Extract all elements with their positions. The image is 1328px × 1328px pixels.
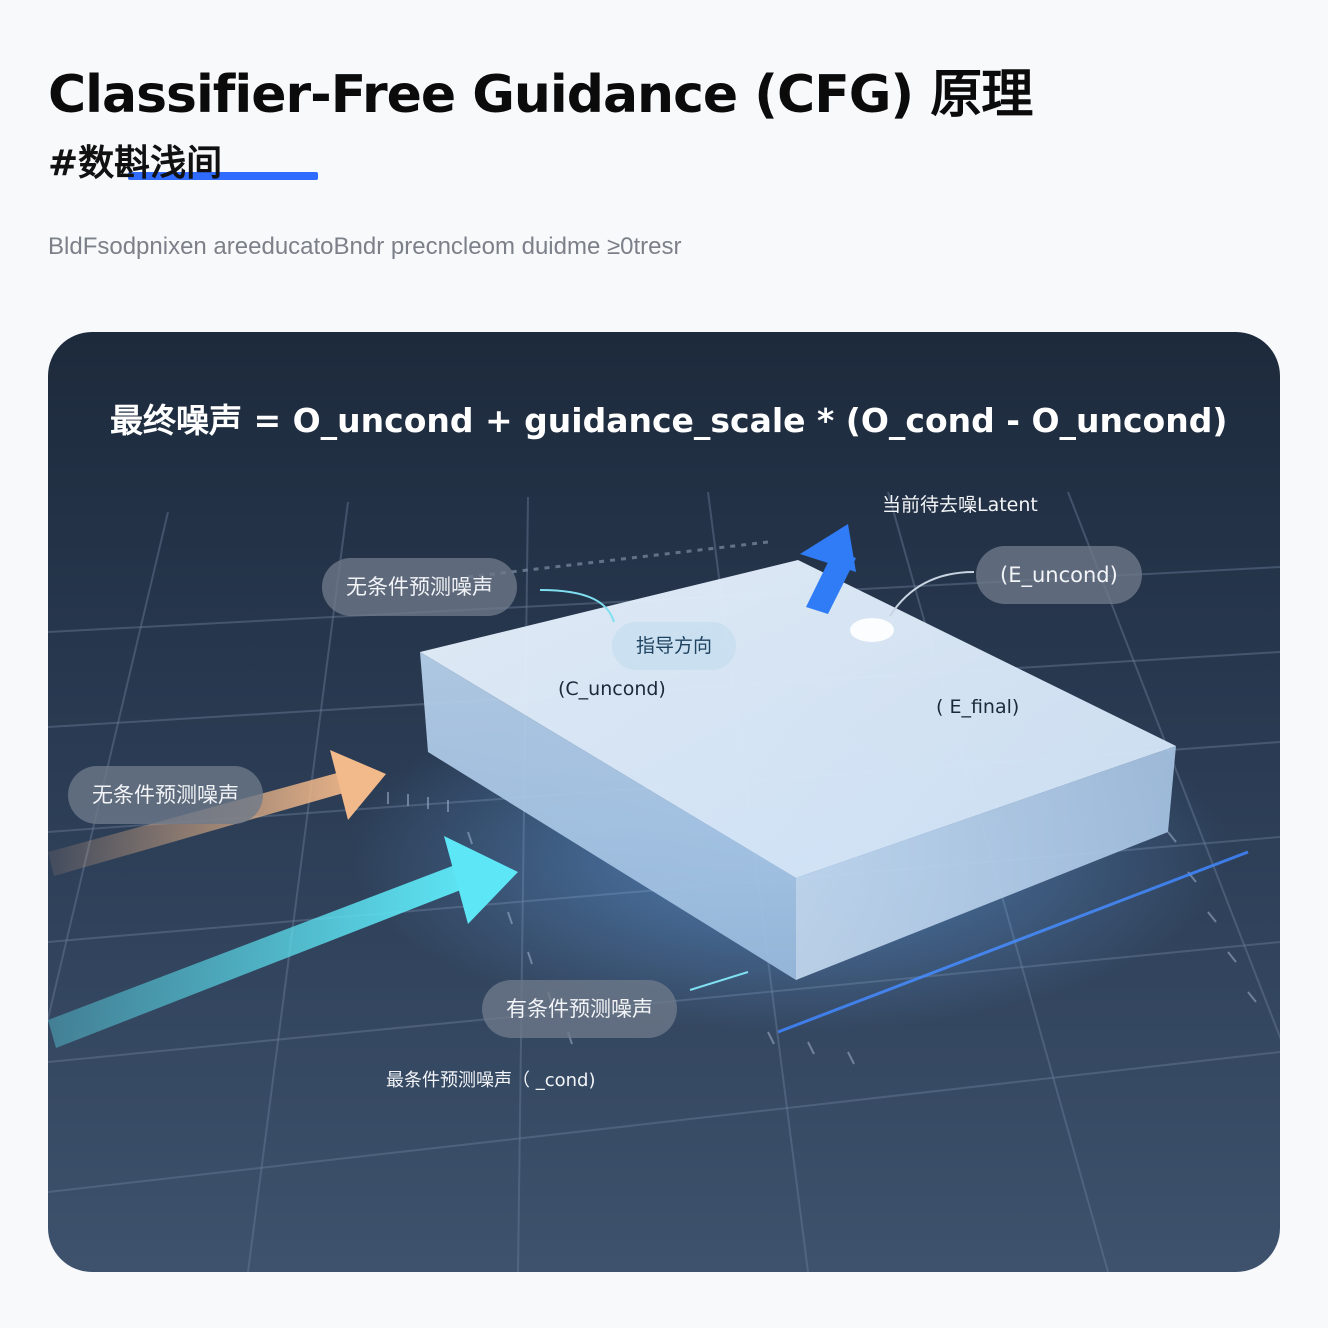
diagram-panel: 最终噪声 = Ο_uncond + guidance_scale * (Ο_co… — [48, 332, 1280, 1272]
cyan-arrow — [48, 836, 518, 1048]
pill-uncond-noise-left: 无条件预测噪声 — [68, 766, 263, 824]
blue-up-arrow — [800, 524, 856, 614]
diagram-scene — [48, 491, 1280, 1272]
label-current-latent: 当前待去噪Latent — [882, 494, 1038, 516]
pill-cond-noise: 有条件预测噪声 — [482, 980, 677, 1038]
cfg-formula: 最终噪声 = Ο_uncond + guidance_scale * (Ο_co… — [110, 401, 1228, 440]
latent-block — [420, 560, 1176, 980]
hashtag: #数斟浅间 — [48, 134, 318, 184]
page-title: Classifier-Free Guidance (CFG) 原理 — [48, 65, 1033, 125]
label-bottom-caption: 最条件预测噪声（ _cond) — [386, 1070, 596, 1091]
pill-uncond-noise-top: 无条件预测噪声 — [322, 558, 517, 616]
hashtag-text: #数斟浅间 — [48, 143, 223, 184]
label-e-final: ( E_final) — [936, 696, 1020, 718]
tag-underline — [128, 172, 318, 180]
label-c-uncond: (C_uncond) — [558, 678, 666, 700]
pill-e-uncond: (E_uncond) — [976, 546, 1142, 604]
connector-lines — [539, 571, 975, 991]
pill-guide-direction: 指导方向 — [612, 622, 737, 670]
description-text: BldFsodpnixen areeducatoBndr precncleom … — [48, 233, 682, 260]
